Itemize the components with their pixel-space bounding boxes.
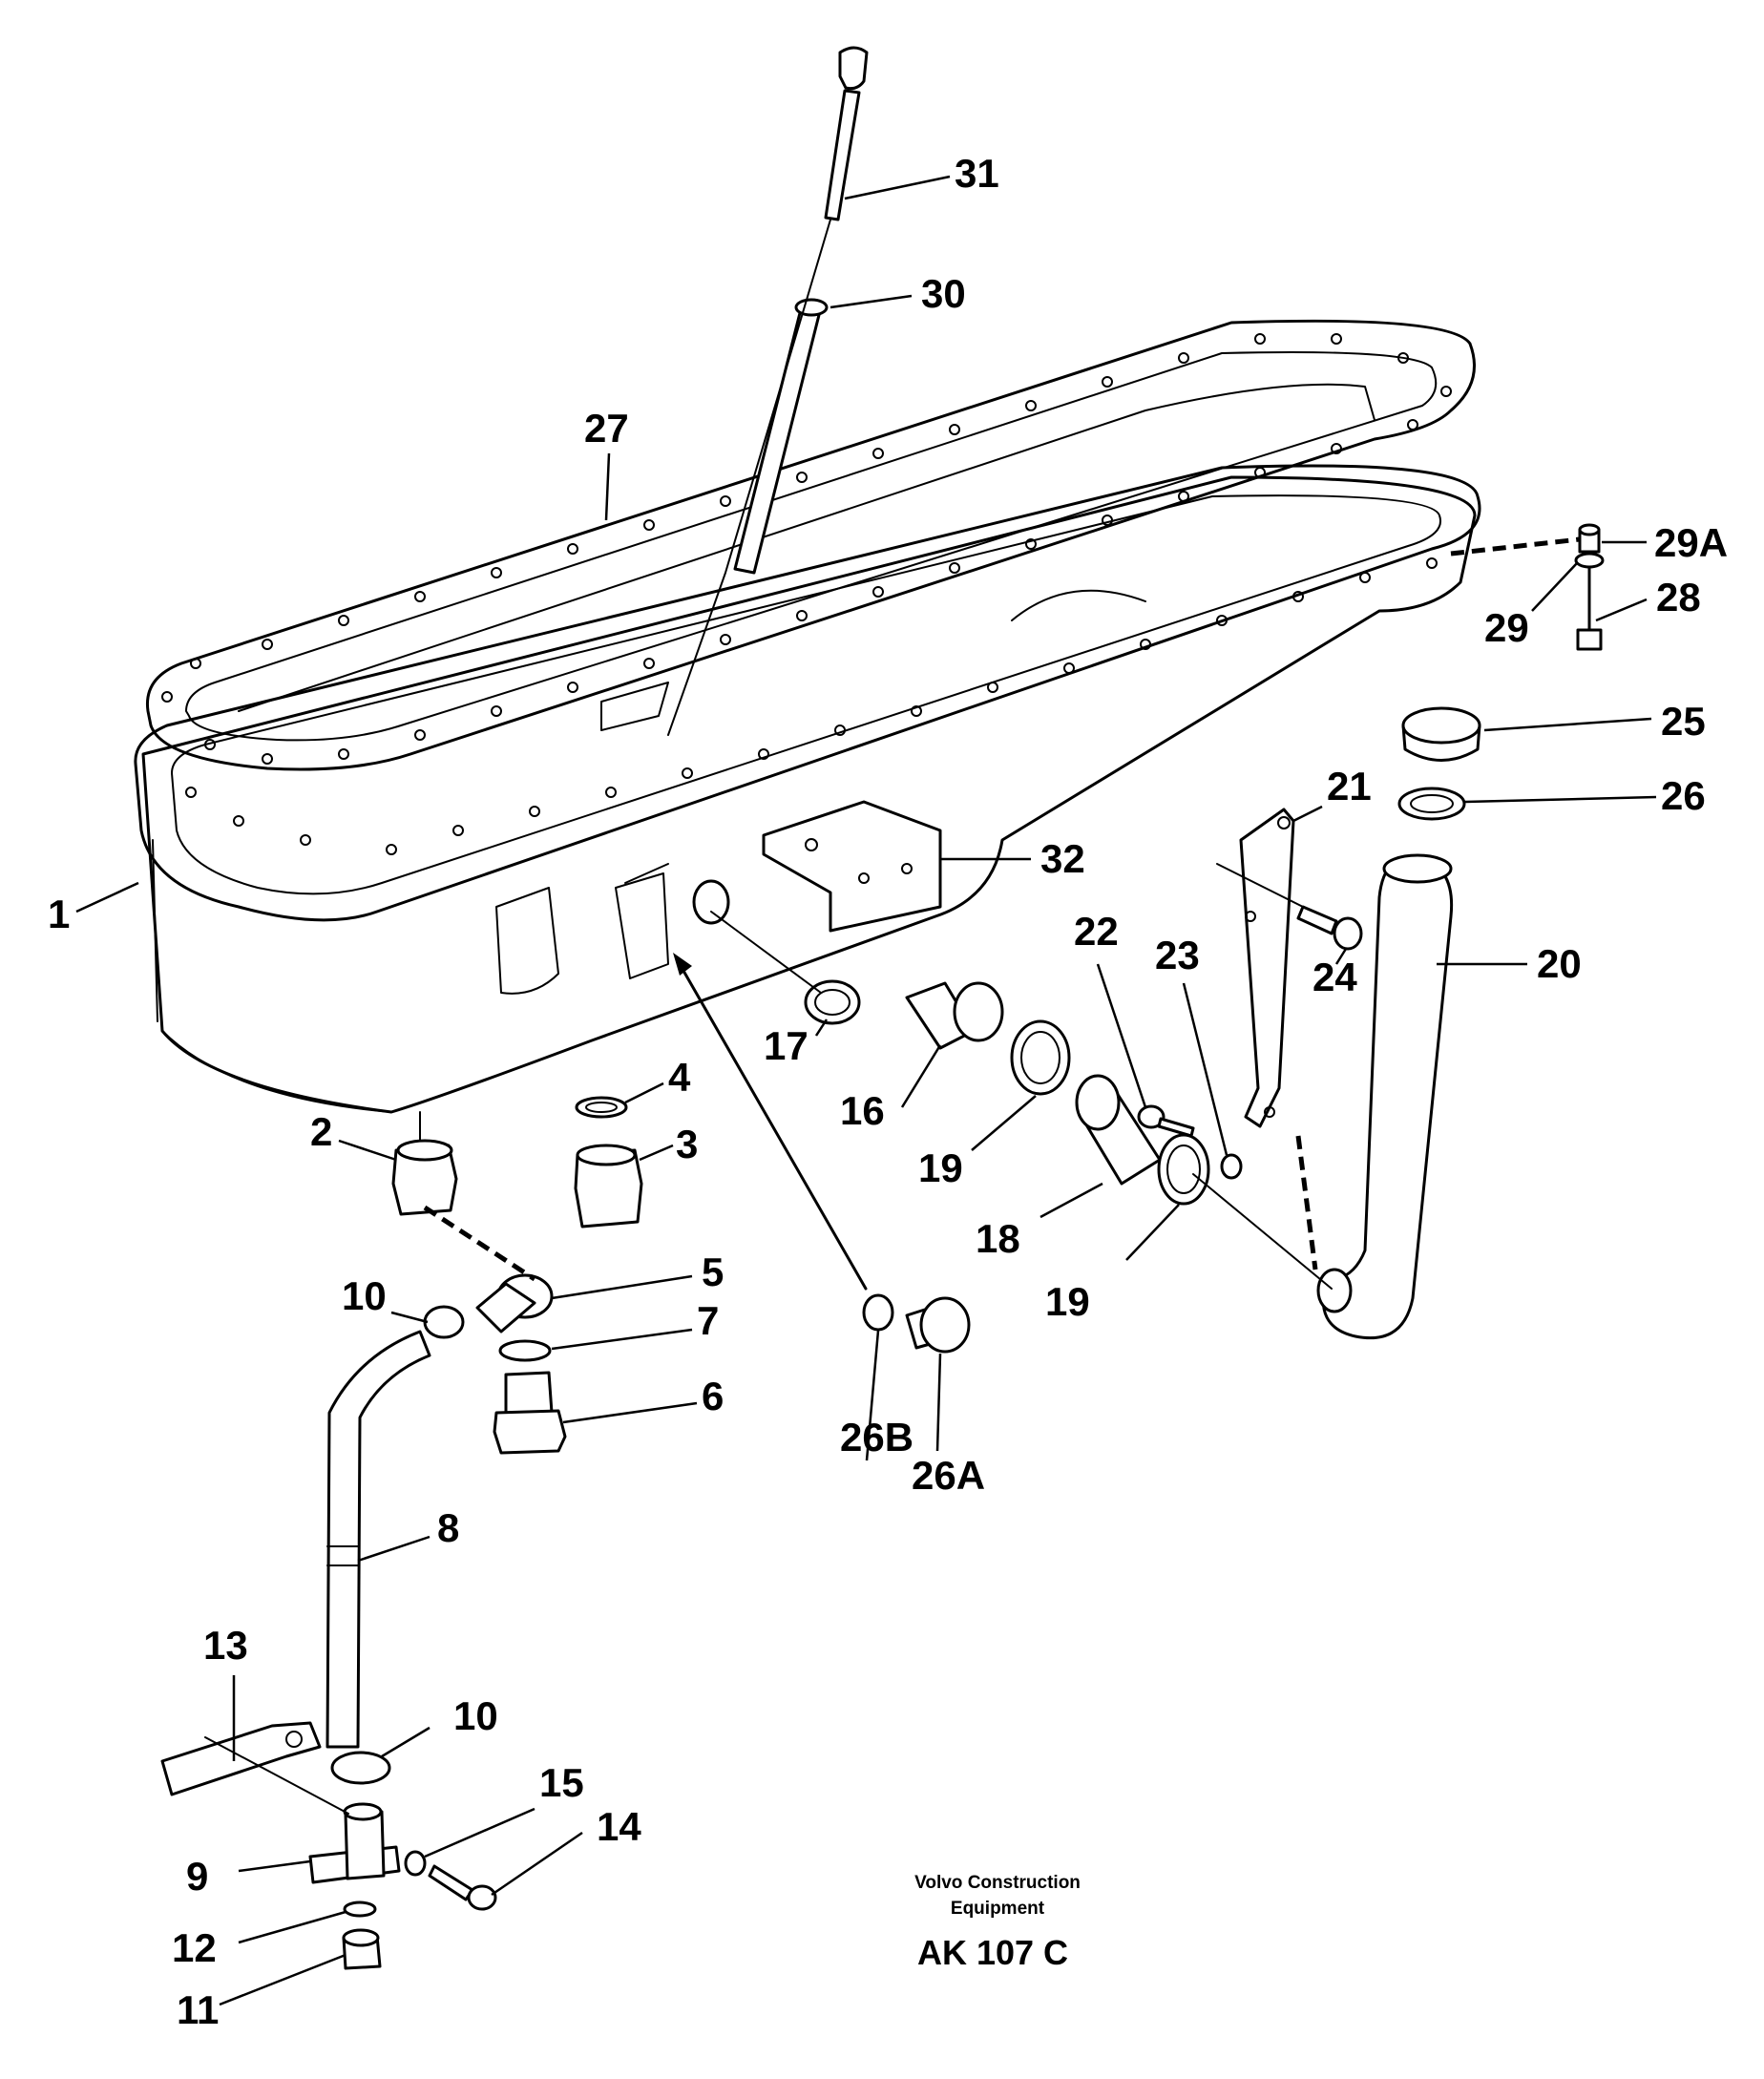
label-22: 22	[1074, 909, 1119, 954]
screw-14	[428, 1864, 497, 1911]
drain-plug-2	[391, 1111, 458, 1216]
hose-18	[1075, 1074, 1162, 1186]
hose-clamp-10b	[330, 1751, 391, 1785]
label-14: 14	[597, 1804, 641, 1849]
oil-pan	[134, 464, 1481, 1114]
label-10b: 10	[453, 1693, 498, 1738]
label-7: 7	[697, 1298, 719, 1343]
label-23: 23	[1155, 933, 1200, 977]
oil-filler-cap-25	[1401, 706, 1481, 762]
leader-lines	[75, 175, 1657, 2006]
filler-pipe-20	[1192, 853, 1454, 1340]
washer-26b	[862, 1293, 894, 1332]
label-25: 25	[1661, 699, 1706, 744]
part-labels: 1 2 3 4 5 6 7 8 9 10 10 11 12 13 14 15 1…	[48, 151, 1728, 2032]
label-13: 13	[203, 1623, 248, 1668]
caption: Volvo Construction Equipment AK 107 C	[914, 1873, 1081, 1972]
hose-clamp-19b	[1157, 1133, 1210, 1206]
label-27: 27	[584, 406, 629, 451]
oil-pan-side-port	[692, 879, 730, 925]
label-19a: 19	[918, 1145, 963, 1190]
bracket-32	[762, 800, 942, 933]
pan-gasket	[145, 319, 1476, 771]
label-15: 15	[539, 1760, 584, 1805]
hose-fitting-5	[475, 1273, 554, 1334]
label-20: 20	[1537, 941, 1582, 986]
bolt-28	[1576, 566, 1603, 651]
label-28: 28	[1656, 575, 1701, 620]
label-30: 30	[921, 271, 966, 316]
screw-24	[1296, 905, 1363, 951]
seal-ring-26	[1397, 787, 1466, 821]
plug-26a	[905, 1296, 971, 1354]
screw-22	[1137, 1104, 1195, 1138]
plug-11	[342, 1928, 382, 1970]
label-11: 11	[177, 1987, 219, 2032]
label-2: 2	[310, 1109, 332, 1154]
spacer-29a	[1578, 523, 1601, 554]
bracket-13	[160, 1721, 349, 1815]
label-21: 21	[1327, 764, 1372, 808]
label-29a: 29A	[1654, 520, 1728, 565]
banjo-bolt-6	[493, 1371, 567, 1455]
label-29: 29	[1484, 605, 1529, 650]
label-26a: 26A	[912, 1453, 985, 1498]
label-8: 8	[437, 1505, 459, 1550]
label-1: 1	[48, 892, 70, 936]
label-4: 4	[668, 1055, 691, 1100]
seal-ring-4	[575, 1096, 628, 1119]
washer-29	[1574, 552, 1605, 569]
caption-line1: Volvo Construction	[914, 1873, 1081, 1893]
seal-ring-7	[498, 1339, 552, 1362]
seal-ring-12	[343, 1900, 377, 1918]
dipstick	[667, 46, 869, 736]
label-16: 16	[840, 1088, 885, 1133]
label-5: 5	[702, 1250, 724, 1294]
label-26b: 26B	[840, 1415, 914, 1460]
drain-hose-8	[326, 1330, 431, 1749]
drain-plug-3	[574, 1144, 643, 1228]
washer-23	[1220, 1153, 1243, 1180]
bracket-21	[1216, 808, 1333, 1128]
label-24: 24	[1312, 955, 1357, 999]
dipstick-tube	[733, 298, 829, 575]
label-32: 32	[1040, 836, 1085, 881]
assembly-lines	[423, 536, 1581, 1291]
drain-valve-9	[308, 1802, 401, 1884]
washer-15	[404, 1850, 427, 1877]
caption-line2: Equipment	[951, 1899, 1045, 1919]
label-12: 12	[172, 1925, 217, 1970]
label-3: 3	[676, 1122, 698, 1166]
hose-clamp-19a	[1010, 1019, 1071, 1096]
label-10a: 10	[342, 1273, 387, 1318]
label-9: 9	[186, 1854, 208, 1899]
label-17: 17	[764, 1023, 808, 1068]
label-26: 26	[1661, 773, 1706, 818]
hose-clamp-10a	[423, 1305, 465, 1339]
label-19b: 19	[1045, 1279, 1090, 1324]
label-18: 18	[976, 1216, 1020, 1261]
caption-code: AK 107 C	[917, 1933, 1068, 1972]
label-31: 31	[955, 151, 999, 196]
label-6: 6	[702, 1374, 724, 1418]
adapter-16	[905, 981, 1004, 1050]
